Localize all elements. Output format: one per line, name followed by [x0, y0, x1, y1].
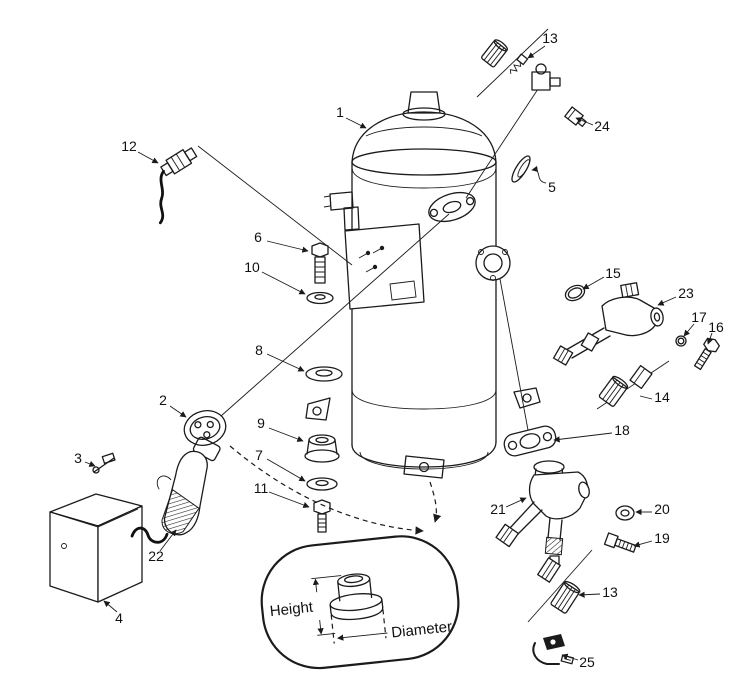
part-6-bolt — [311, 242, 329, 284]
part-3-clip — [92, 452, 116, 474]
callout-16: 16 — [708, 319, 724, 335]
diameter-dimension: Diameter — [330, 609, 453, 644]
callout-24: 24 — [594, 118, 610, 134]
construction-lines — [197, 85, 541, 431]
part-23-service-valve — [552, 282, 664, 366]
leader-lines — [84, 45, 713, 661]
callout-23: 23 — [678, 285, 694, 301]
elbow-fitting — [531, 63, 561, 91]
part-13-top-group — [476, 28, 561, 98]
callout-2: 2 — [159, 392, 167, 408]
part-18-gasket — [503, 425, 557, 457]
mounting-foot-left — [305, 397, 331, 421]
part-8-washer — [305, 366, 343, 382]
callout-12: 12 — [121, 138, 137, 154]
discharge-flange — [428, 191, 476, 223]
knurled-cap — [481, 39, 508, 68]
callout-9: 9 — [257, 415, 265, 431]
part-12-sensor — [158, 147, 198, 225]
part-13-bottom-group — [527, 549, 593, 623]
part-21-valve-manifold — [495, 460, 590, 568]
callout-15: 15 — [605, 265, 621, 281]
callout-7: 7 — [255, 447, 263, 463]
height-label: Height — [269, 599, 315, 621]
suction-flange — [475, 245, 511, 281]
callout-14: 14 — [654, 389, 670, 405]
part-15-oring — [564, 284, 586, 302]
part-25-clamp — [532, 634, 575, 665]
height-dimension: Height — [269, 575, 342, 636]
callout-17: 17 — [691, 309, 707, 325]
valve-core — [509, 53, 529, 74]
callout-21: 21 — [490, 501, 506, 517]
callout-10: 10 — [244, 259, 260, 275]
part-11-bolt — [313, 499, 331, 533]
terminal-pins — [358, 245, 385, 273]
part-7-washer — [306, 477, 338, 491]
callout-13-bottom: 13 — [602, 584, 618, 600]
mounting-foot-right — [513, 387, 541, 409]
callout-1: 1 — [336, 104, 344, 120]
callout-20: 20 — [654, 501, 670, 517]
part-17-oring — [675, 335, 687, 347]
callout-8: 8 — [255, 342, 263, 358]
callout-4: 4 — [115, 610, 123, 626]
part-5-cap — [511, 155, 531, 183]
callout-13-top: 13 — [542, 30, 558, 46]
mounting-foot-front — [403, 455, 445, 479]
part-14-group — [596, 360, 670, 410]
part-2-plug-disc — [183, 410, 227, 446]
part-4-cover-box — [49, 493, 143, 603]
callout-18: 18 — [614, 422, 630, 438]
grommet-inset: Height Diameter — [260, 535, 460, 670]
diameter-label: Diameter — [391, 618, 453, 641]
callout-22: 22 — [148, 548, 164, 564]
callout-25: 25 — [579, 654, 595, 670]
dashed-guides — [229, 445, 442, 535]
part-16-bolt — [693, 337, 721, 371]
conduit-elbow — [323, 191, 360, 231]
terminal-box — [323, 191, 425, 310]
compressor-body — [305, 91, 541, 479]
part-22-molded-plug — [130, 436, 221, 544]
part-9-grommet — [304, 434, 340, 463]
grommet-drawing — [329, 573, 384, 621]
part-19-bolt — [603, 532, 637, 553]
part-10-washer — [306, 291, 334, 305]
callout-11: 11 — [254, 480, 269, 496]
callout-6: 6 — [254, 229, 262, 245]
callout-19: 19 — [654, 530, 670, 546]
part-20-washer — [615, 505, 635, 521]
callout-3: 3 — [74, 450, 82, 466]
callout-labels: 1 12 13 24 5 6 10 15 23 17 16 8 14 2 18 … — [74, 30, 724, 670]
callout-5: 5 — [548, 179, 556, 195]
